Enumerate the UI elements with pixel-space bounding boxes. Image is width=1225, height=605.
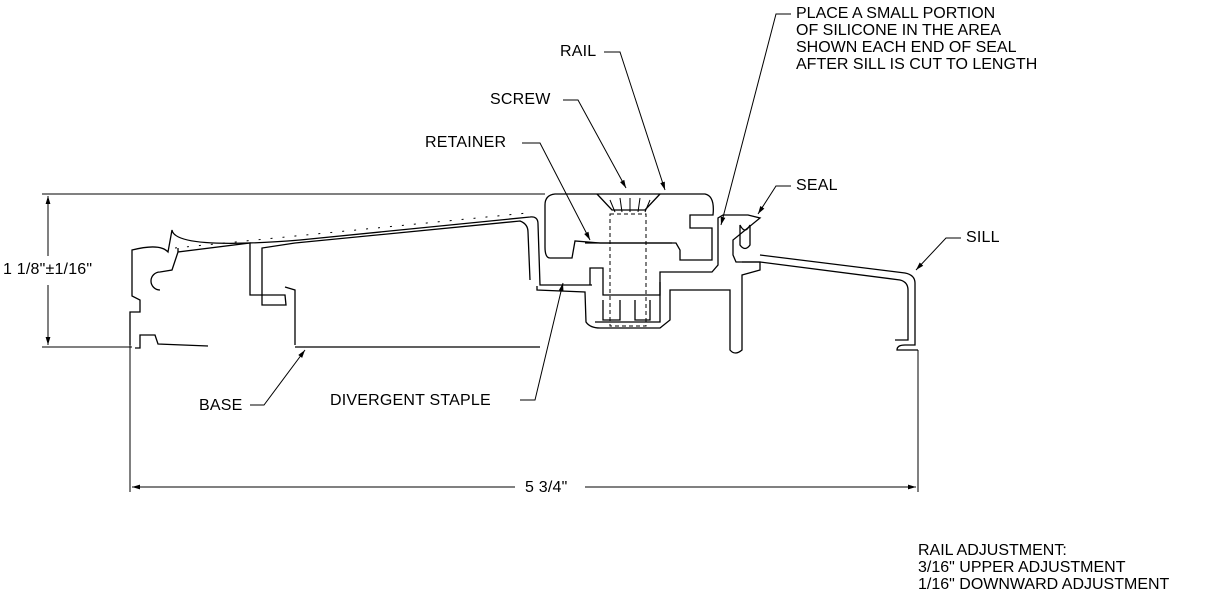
leader-lines: [250, 13, 961, 406]
silicone-note-line: AFTER SILL IS CUT TO LENGTH: [796, 56, 1038, 73]
width-dimension: [129, 345, 919, 492]
screw-label: SCREW: [490, 91, 551, 108]
adjustment-note-line: 3/16" UPPER ADJUSTMENT: [918, 559, 1126, 576]
base-profile: [129, 212, 592, 349]
divergent-staple-label: DIVERGENT STAPLE: [330, 392, 491, 409]
base-label: BASE: [199, 397, 243, 414]
width-dimension-label: 5 3/4": [525, 479, 568, 496]
height-dimension-label: 1 1/8"±1/16": [3, 261, 93, 278]
adjustment-note-line: RAIL ADJUSTMENT:: [918, 542, 1067, 559]
height-dimension: [42, 193, 545, 348]
silicone-note-line: SHOWN EACH END OF SEAL: [796, 39, 1017, 56]
sill-label: SILL: [966, 229, 1000, 246]
retainer-label: RETAINER: [425, 134, 507, 151]
silicone-note: PLACE A SMALL PORTION OF SILICONE IN THE…: [796, 5, 1037, 73]
rail-label: RAIL: [560, 43, 597, 60]
rail-profile: [536, 193, 762, 354]
screw: [585, 193, 672, 327]
seal-label: SEAL: [796, 177, 838, 194]
silicone-note-line: OF SILICONE IN THE AREA: [796, 22, 1002, 39]
adjustment-note-line: 1/16" DOWNWARD ADJUSTMENT: [918, 576, 1170, 593]
sill-profile: [742, 254, 918, 351]
silicone-note-line: PLACE A SMALL PORTION: [796, 5, 996, 22]
rail-adjustment-note: RAIL ADJUSTMENT: 3/16" UPPER ADJUSTMENT …: [918, 542, 1169, 593]
